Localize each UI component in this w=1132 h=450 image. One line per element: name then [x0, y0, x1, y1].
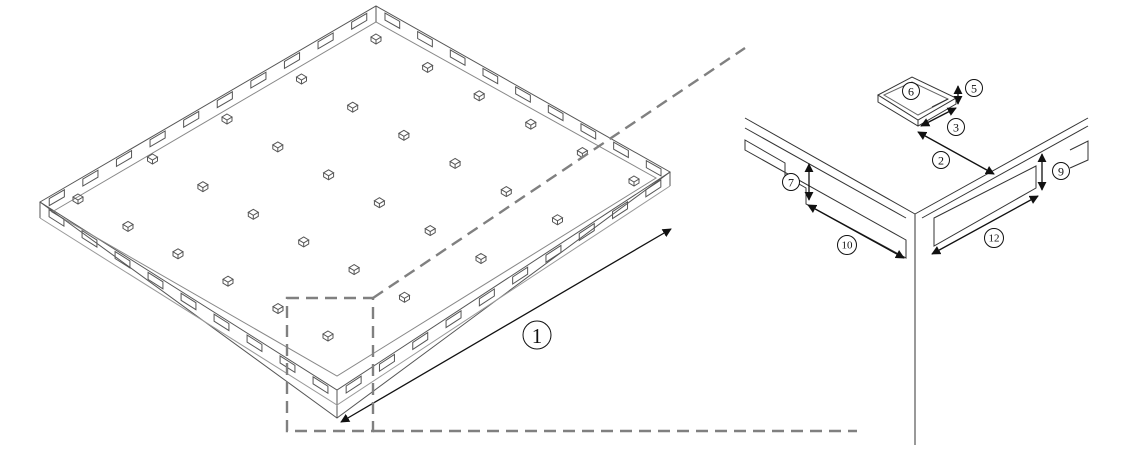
callout-10-label: 10 [842, 240, 854, 252]
floor-cube [295, 73, 308, 85]
callout-2: 2 [932, 151, 950, 169]
dimension-12-arrow [931, 195, 1039, 255]
wall-slot [114, 250, 131, 269]
floor-cube [421, 61, 434, 73]
wall-slot [149, 130, 166, 148]
callout-12-label: 12 [989, 233, 1000, 245]
wall-slot [317, 32, 334, 50]
tank-outline [39, 5, 671, 419]
floor-cube [322, 330, 334, 342]
floor-cube [449, 157, 462, 170]
floor-cube [322, 169, 335, 181]
callout-6-label: 6 [908, 85, 914, 99]
floor-cube [122, 220, 134, 232]
wall-slot [645, 159, 662, 177]
wall-slot [279, 355, 296, 374]
wall-slot [180, 292, 197, 311]
callout-2-label: 2 [938, 154, 944, 168]
left-wall-slot [744, 139, 907, 259]
floor-cube [297, 236, 310, 248]
wall-slot [147, 271, 164, 290]
wall-slot [384, 12, 401, 30]
floor-cube [222, 275, 234, 287]
wall-slot [417, 30, 433, 48]
floor-cube [247, 208, 260, 220]
dimension-2-arrow [917, 131, 995, 175]
wall-slot [81, 229, 98, 248]
wall-slot [547, 104, 564, 122]
callout-5-label: 5 [971, 82, 977, 96]
wall-slots [48, 12, 662, 395]
wall-slot [115, 149, 133, 168]
corner-detail: 6 5 3 2 7 9 10 12 [744, 76, 1089, 445]
dimension-1-arrow [340, 228, 672, 423]
callout-12: 12 [984, 228, 1004, 248]
wall-slot [250, 71, 267, 89]
floor-cube [348, 264, 361, 276]
wall-slot [216, 90, 233, 109]
floor-cube [424, 225, 437, 237]
dimension-3-arrow [920, 107, 957, 127]
floor-cube [397, 129, 410, 141]
floor-cube [370, 33, 382, 45]
floor-cube [196, 181, 209, 193]
wall-slot [48, 188, 65, 207]
callout-1-label: 1 [532, 324, 543, 348]
wall-slot [612, 200, 629, 220]
floor-cube-grid [72, 33, 640, 342]
callout-10: 10 [837, 235, 857, 255]
dimension-1: 1 [340, 228, 672, 423]
wall-slot [213, 313, 230, 332]
callout-3: 3 [947, 118, 965, 136]
callout-7-label: 7 [788, 176, 794, 190]
wall-slot [351, 12, 368, 31]
wall-slot [449, 49, 466, 67]
wall-slot [82, 169, 99, 187]
floor-cube [271, 141, 284, 153]
edge-wall-slot [1069, 140, 1089, 169]
floor-cube [272, 303, 284, 315]
wall-slot [645, 179, 662, 198]
zoom-leader-top [372, 47, 746, 299]
tank-overview [39, 5, 671, 419]
callout-7: 7 [782, 173, 800, 191]
wall-slot [515, 85, 531, 104]
floor-cube [72, 193, 84, 205]
wall-slot [580, 122, 597, 140]
callout-9: 9 [1052, 162, 1070, 180]
zoom-region-box [285, 296, 375, 433]
floor-cube [500, 186, 513, 198]
floor-cube [628, 175, 640, 187]
callout-1-ring [522, 320, 552, 350]
floor-cube [398, 291, 411, 303]
floor-cube [475, 252, 487, 265]
floor-cube [146, 153, 159, 165]
floor-cube [524, 118, 537, 130]
floor-cube [346, 101, 359, 113]
callout-5: 5 [965, 79, 983, 97]
wall-slot [183, 110, 200, 129]
wall-slot [246, 334, 263, 353]
callout-3-label: 3 [953, 121, 959, 135]
callout-9-label: 9 [1058, 165, 1064, 179]
zoom-leader [285, 47, 857, 433]
wall-slot [482, 67, 499, 85]
wall-slot [312, 375, 329, 395]
wall-slot [283, 51, 301, 70]
dimension-10-arrow [807, 204, 905, 259]
floor-cube [551, 214, 564, 226]
wall-slot [48, 208, 65, 228]
floor-cube [473, 90, 486, 102]
floor-cube [373, 197, 386, 209]
floor-cube [221, 113, 233, 125]
floor-cube [172, 248, 184, 260]
wall-slot [613, 141, 629, 159]
callout-6: 6 [902, 82, 920, 100]
